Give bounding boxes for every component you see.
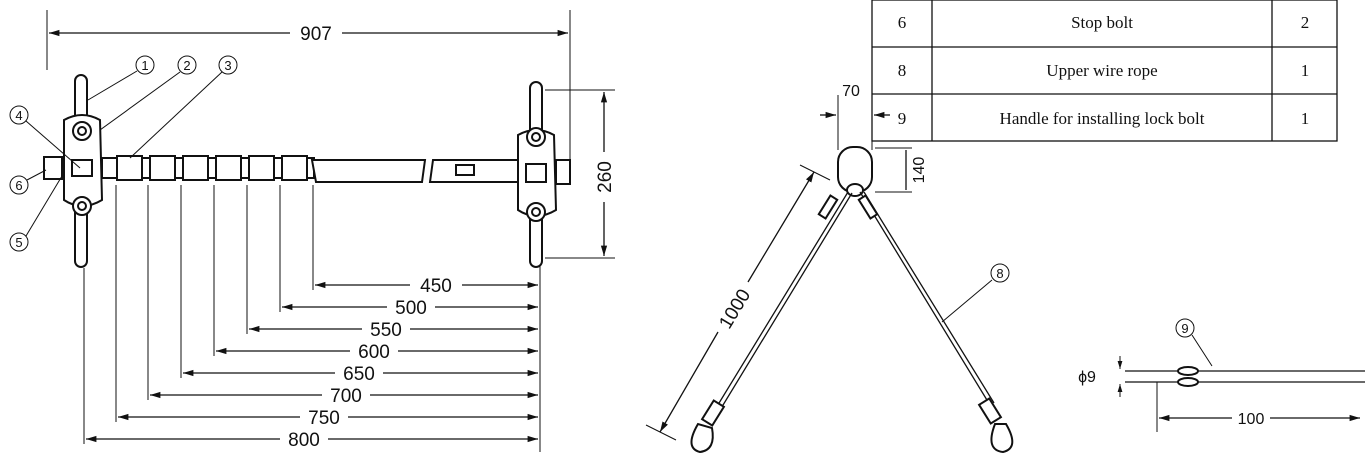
rope-leg-left bbox=[715, 191, 849, 409]
right-stop-bolt bbox=[555, 159, 571, 185]
dimension-1000: 1000 bbox=[715, 286, 755, 333]
dimension-600: 600 bbox=[358, 342, 390, 363]
dimension-450: 450 bbox=[420, 276, 452, 297]
dimension-700: 700 bbox=[330, 386, 362, 407]
dimension-100: 100 bbox=[1238, 411, 1265, 428]
thimble-right bbox=[990, 423, 1014, 454]
callout-8: 8 bbox=[996, 266, 1003, 281]
handle-assembly: ϕ9 100 9 bbox=[1078, 318, 1365, 432]
outer-tube-left bbox=[310, 159, 427, 183]
table-cell-no: 6 bbox=[898, 13, 907, 32]
left-stop-bolt bbox=[43, 156, 63, 180]
dimension-500: 500 bbox=[395, 298, 427, 319]
dimension-260: 260 bbox=[595, 161, 616, 193]
table-cell-qty: 1 bbox=[1301, 61, 1310, 80]
lock-bolt bbox=[71, 159, 93, 177]
callout-3: 3 bbox=[224, 58, 231, 73]
bar-assembly: 907 bbox=[9, 10, 616, 452]
callout-6: 6 bbox=[15, 178, 22, 193]
dimension-750: 750 bbox=[308, 408, 340, 429]
dimension-phi9: ϕ9 bbox=[1078, 369, 1096, 386]
table-cell-name: Handle for installing lock bolt bbox=[1000, 109, 1205, 128]
callout-4: 4 bbox=[15, 108, 22, 123]
table-cell-name: Stop bolt bbox=[1071, 13, 1133, 32]
dimension-140: 140 bbox=[911, 157, 928, 184]
bar-segments bbox=[116, 155, 308, 181]
table-cell-no: 8 bbox=[898, 61, 907, 80]
dimension-550: 550 bbox=[370, 320, 402, 341]
callout-5: 5 bbox=[15, 235, 22, 250]
table-cell-qty: 2 bbox=[1301, 13, 1310, 32]
callouts-left: 1 2 3 4 5 6 bbox=[9, 55, 238, 252]
table-cell-no: 9 bbox=[898, 109, 907, 128]
callout-1: 1 bbox=[141, 58, 148, 73]
callout-2: 2 bbox=[183, 58, 190, 73]
table-cell-name: Upper wire rope bbox=[1046, 61, 1157, 80]
parts-table: 6 Stop bolt 2 8 Upper wire rope 1 9 Hand… bbox=[871, 0, 1338, 142]
wire-rope-assembly: 70 140 1000 8 bbox=[645, 83, 1014, 454]
callout-9: 9 bbox=[1181, 321, 1188, 336]
rope-leg-right bbox=[859, 191, 991, 406]
dimension-70: 70 bbox=[842, 83, 860, 100]
length-dimensions: 450 500 550 600 650 700 750 bbox=[83, 185, 538, 451]
dimension-907: 907 bbox=[300, 24, 332, 45]
dimension-650: 650 bbox=[343, 364, 375, 385]
thimble-left bbox=[690, 422, 714, 454]
table-cell-qty: 1 bbox=[1301, 109, 1310, 128]
dimension-800: 800 bbox=[288, 430, 320, 451]
